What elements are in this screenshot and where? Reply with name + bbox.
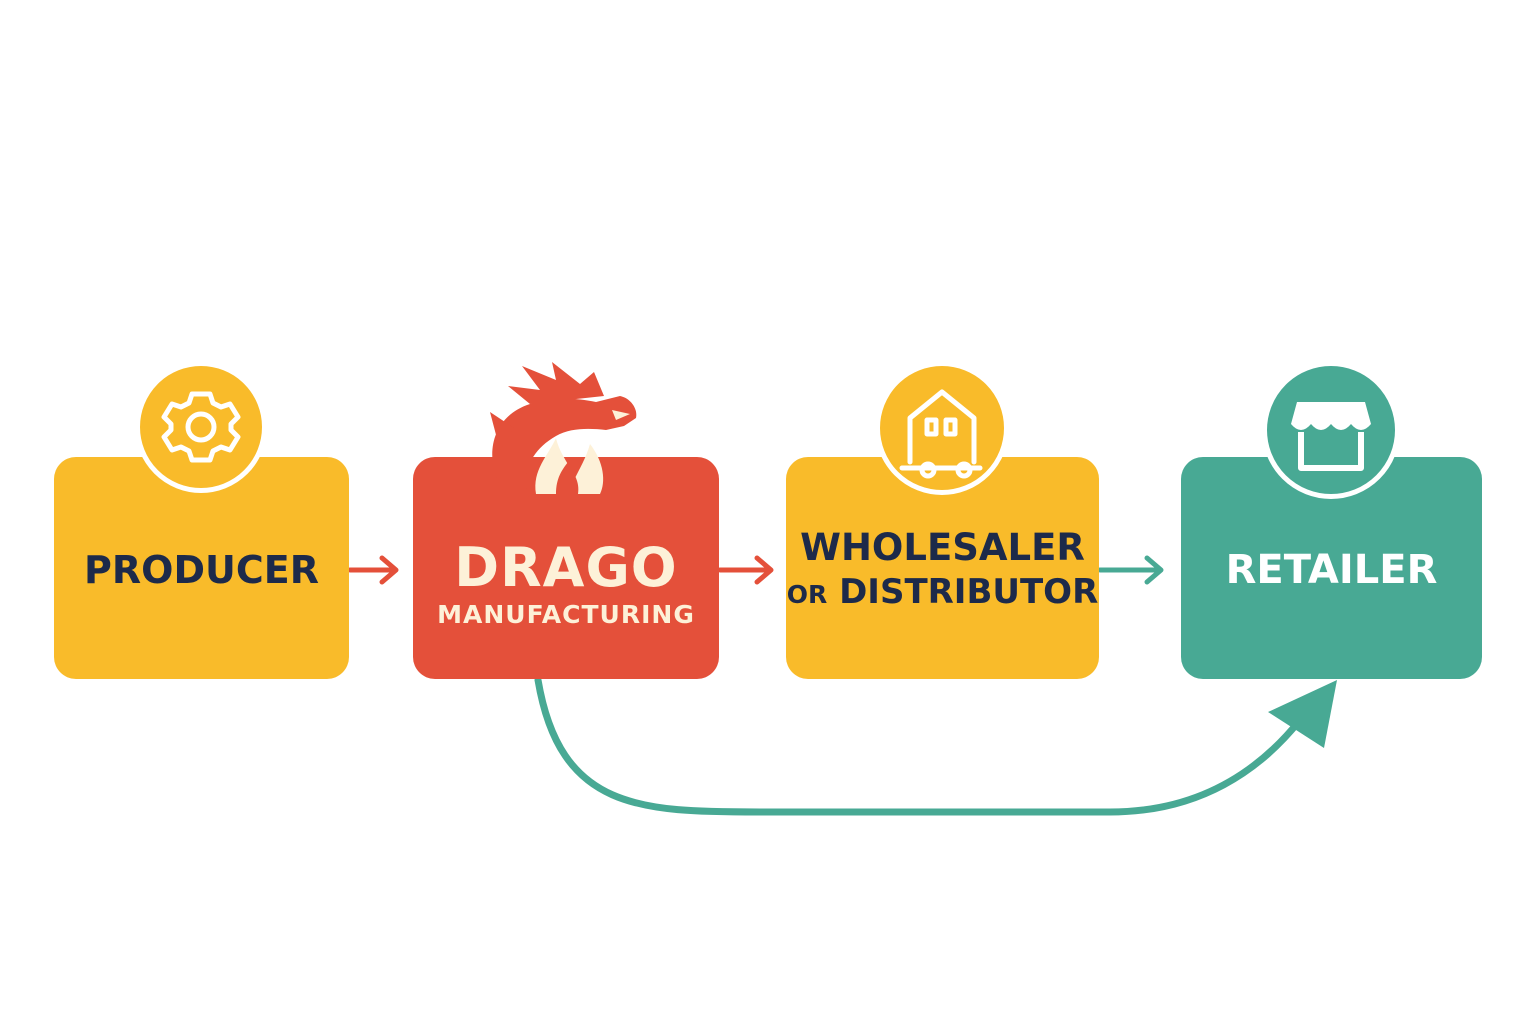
wholesaler-line1: WHOLESALER: [800, 525, 1085, 569]
wholesaler-line2-prefix: OR: [786, 579, 828, 609]
producer-box: PRODUCER: [54, 457, 349, 679]
curved-arrow-drago-to-retailer: [534, 676, 1337, 816]
drago-box: DRAGO MANUFACTURING: [413, 457, 719, 679]
producer-label: PRODUCER: [84, 548, 319, 592]
drago-subtitle: MANUFACTURING: [437, 600, 695, 629]
warehouse-icon: [899, 389, 983, 479]
gear-icon: [161, 391, 241, 463]
retailer-label: RETAILER: [1225, 547, 1438, 593]
wholesaler-icon-badge: [875, 361, 1009, 495]
retailer-icon-badge: [1262, 361, 1400, 499]
storefront-icon: [1291, 402, 1371, 471]
drago-title: DRAGO: [454, 536, 678, 599]
arrow-drago-to-wholesaler: [717, 555, 774, 585]
wholesaler-line2-main: DISTRIBUTOR: [839, 571, 1099, 612]
arrow-wholesaler-to-retailer: [1097, 555, 1164, 585]
wholesaler-box: WHOLESALER OR DISTRIBUTOR: [786, 457, 1099, 679]
arrow-producer-to-drago: [347, 555, 399, 585]
wholesaler-line2: OR DISTRIBUTOR: [787, 571, 1099, 616]
producer-icon-badge: [135, 361, 267, 493]
